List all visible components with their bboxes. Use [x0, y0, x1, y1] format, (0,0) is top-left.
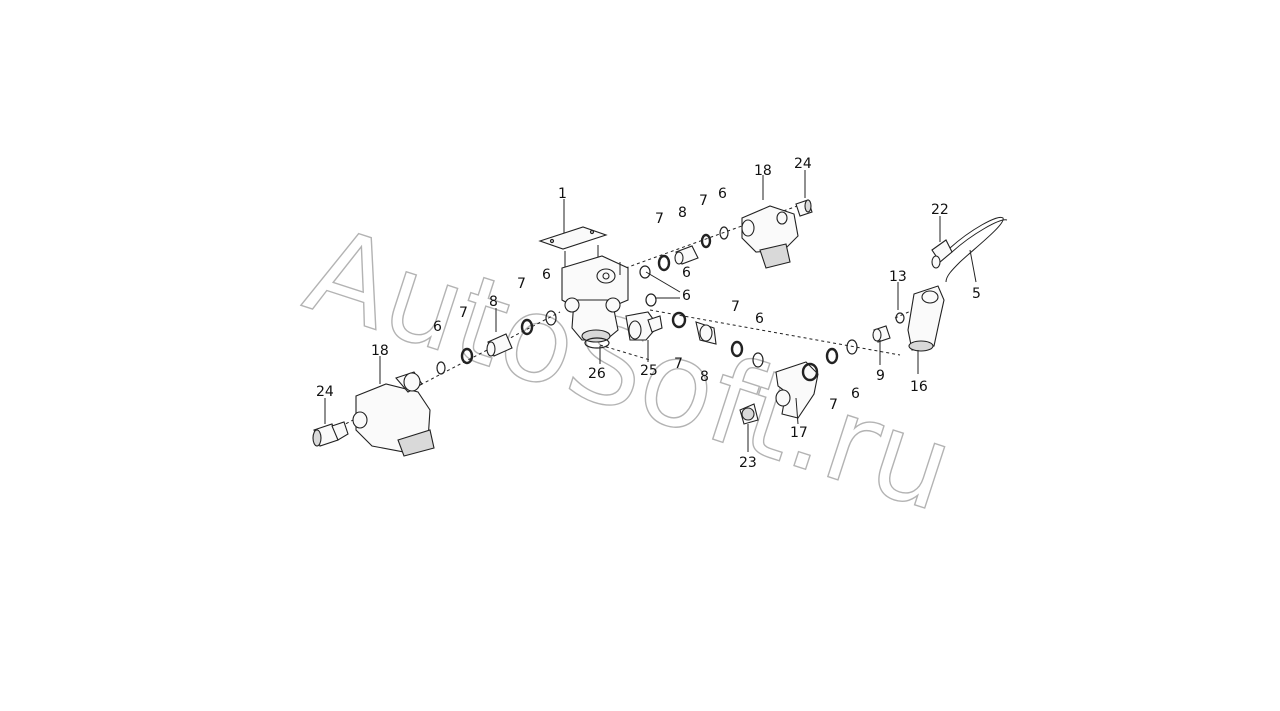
callout-17: 17	[790, 425, 808, 441]
callout-18: 18	[371, 343, 389, 359]
callout-6: 6	[433, 319, 442, 335]
right-seals	[825, 312, 905, 365]
callout-26: 26	[588, 366, 606, 382]
part-25-elbow	[625, 311, 663, 341]
lower-seals	[645, 293, 764, 368]
part-23-fitting	[739, 403, 759, 425]
callout-labels: 1 7 8 7 6 18 24 22 5 13 16 9 6 7 17 23 7…	[316, 156, 981, 471]
callout-6: 6	[718, 186, 727, 202]
callout-22: 22	[931, 202, 949, 218]
callout-6: 6	[755, 311, 764, 327]
callout-24: 24	[794, 156, 812, 172]
callout-leaders	[324, 170, 977, 452]
callout-6: 6	[682, 288, 691, 304]
callout-18: 18	[754, 163, 772, 179]
part-18-left-valve	[352, 371, 435, 457]
callout-1: 1	[558, 186, 567, 202]
callout-5: 5	[972, 286, 981, 302]
callout-8: 8	[700, 369, 709, 385]
callout-16: 16	[910, 379, 928, 395]
callout-6: 6	[682, 265, 691, 281]
svg-text:AutoSoft.ru: AutoSoft.ru	[291, 200, 969, 538]
callout-13: 13	[889, 269, 907, 285]
part-main-valve	[561, 245, 629, 343]
part-24-left-fitting	[312, 421, 349, 447]
callout-7: 7	[731, 299, 740, 315]
callout-7: 7	[674, 356, 683, 372]
part-1-mounting-plate	[538, 226, 608, 250]
part-18-upper-valve	[741, 205, 799, 269]
callout-6: 6	[542, 267, 551, 283]
callout-6: 6	[851, 386, 860, 402]
part-22-elbow-and-5-hose	[931, 216, 1008, 283]
watermark: AutoSoft.ru	[291, 200, 970, 539]
part-16-filter	[907, 285, 945, 352]
callout-24: 24	[316, 384, 334, 400]
callout-9: 9	[876, 368, 885, 384]
callout-7: 7	[517, 276, 526, 292]
callout-8: 8	[678, 205, 687, 221]
callout-7: 7	[459, 305, 468, 321]
upper-seals	[639, 226, 729, 279]
callout-23: 23	[739, 455, 757, 471]
callout-7: 7	[655, 211, 664, 227]
callout-7: 7	[829, 397, 838, 413]
left-seals	[436, 310, 557, 375]
part-26-gasket	[584, 337, 610, 349]
part-24-upper-fitting	[795, 199, 813, 217]
callout-7: 7	[699, 193, 708, 209]
callout-25: 25	[640, 363, 658, 379]
callout-8: 8	[489, 294, 498, 310]
